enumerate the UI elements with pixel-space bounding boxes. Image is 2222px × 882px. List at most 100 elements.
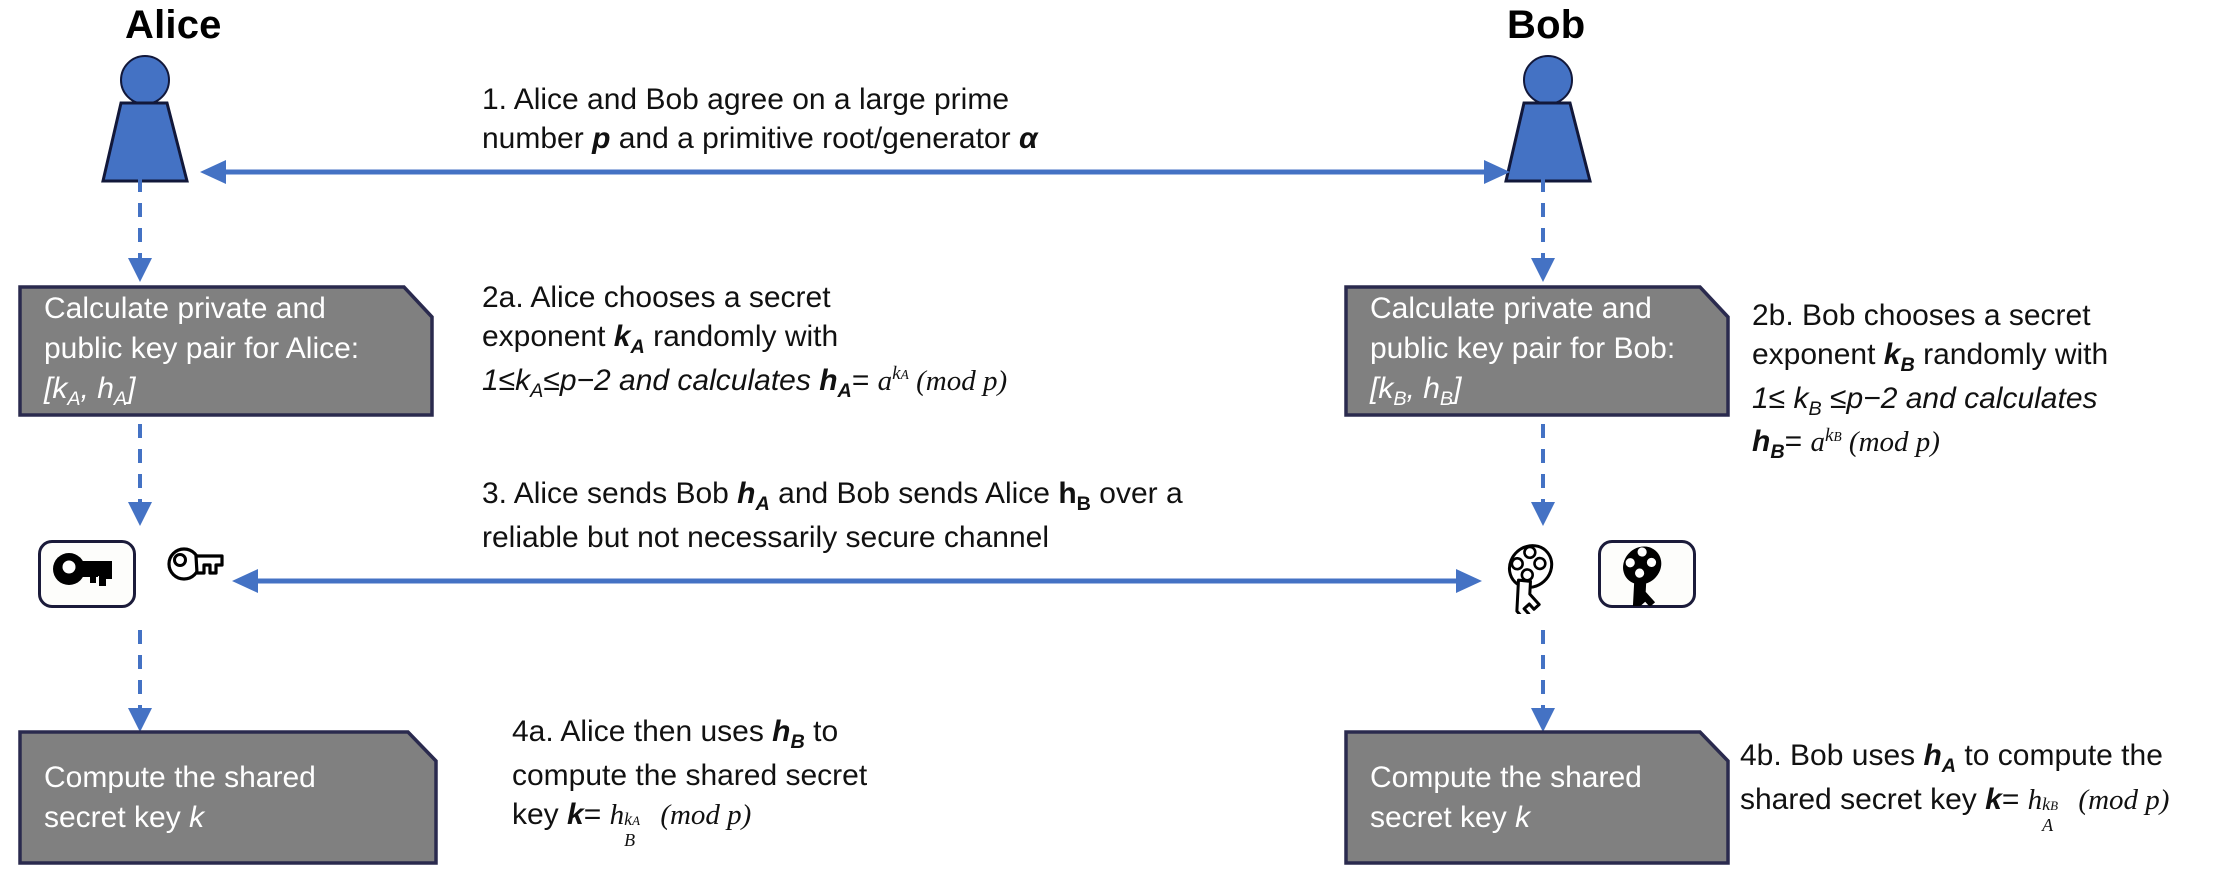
- skeleton-key-outline-icon: [1507, 544, 1554, 614]
- note-step3-line2: reliable but not necessarily secure chan…: [482, 520, 1049, 554]
- s2a-l3b: ≤p−2 and calculates: [543, 363, 820, 397]
- connector-bob-keypair-to-keys: [1531, 424, 1555, 526]
- s2b-l2b: randomly with: [1914, 338, 2109, 371]
- s4a-hsub: B: [790, 731, 805, 753]
- s4b-l2a: shared secret key: [1740, 782, 1986, 816]
- s2a-mexp-k: k: [892, 363, 901, 385]
- s4b-l1b: to compute the: [1956, 739, 2163, 772]
- s2a-mbase: a: [877, 364, 893, 397]
- party-label-bob: Bob: [1507, 3, 1586, 47]
- box-alice-shared-line1: Compute the shared: [44, 760, 316, 794]
- s4a-sup: k: [624, 809, 633, 830]
- note-step2b-line1: 2b. Bob chooses a secret: [1752, 299, 2091, 332]
- note-step1-line2-b: and a primitive root/generator: [610, 122, 1019, 155]
- box-bob-keypair-line3: [kB, hB]: [1370, 369, 1700, 412]
- key-outline-icon: [167, 547, 224, 581]
- box-alice-keypair-line2: public key pair for Alice:: [44, 332, 360, 366]
- box-bob-keypair-line2: public key pair for Bob:: [1370, 332, 1676, 366]
- connector-bob-to-keypair-box: [1531, 178, 1555, 282]
- box-bob-keypair-text: Calculate private and public key pair fo…: [1370, 285, 1700, 417]
- symbol-k-step4a: k: [567, 797, 584, 831]
- box-bob-keypair-line1: Calculate private and: [1370, 292, 1652, 326]
- box-alice-shared-key-text: Compute the shared secret key k: [44, 730, 408, 865]
- s4a-h: h: [772, 715, 791, 748]
- symbol-hA: hA: [819, 364, 852, 402]
- as-k: k: [189, 800, 205, 834]
- note-step1-line1: 1. Alice and Bob agree on a large prime: [482, 83, 1010, 116]
- note-step2b-line3: 1≤ kB ≤p−2 and calculates: [1752, 379, 2222, 423]
- bob-head-icon: [1523, 55, 1573, 105]
- person-figure-alice: [101, 55, 189, 183]
- s4b-supsub: B: [2050, 798, 2059, 814]
- s2b-l2a: exponent: [1752, 338, 1884, 371]
- s2b-l3a: 1≤ k: [1752, 381, 1809, 415]
- note-step1-line2-a: number: [482, 122, 593, 155]
- s4a-mbase: h: [609, 798, 625, 831]
- kp-a-end: ]: [127, 372, 136, 406]
- kp-b-sub2: B: [1439, 388, 1454, 411]
- s4b-sup: k: [2042, 794, 2051, 815]
- s4a-l1a: 4a. Alice then uses: [512, 715, 773, 748]
- s2a-k: k: [613, 320, 631, 353]
- kp-b-mid: , h: [1406, 372, 1440, 406]
- box-alice-keypair-line1: Calculate private and: [44, 292, 326, 326]
- note-step2b: 2b. Bob chooses a secret exponent kB ran…: [1752, 296, 2222, 466]
- note-step2b-line2: exponent kB randomly with: [1752, 335, 2222, 379]
- s2b-h: h: [1752, 425, 1771, 459]
- bob-body-icon: [1504, 101, 1592, 183]
- note-step3-line1: 3. Alice sends Bob hA and Bob sends Alic…: [482, 474, 1202, 518]
- symbol-kA: kA: [613, 320, 645, 358]
- s2a-mmod: (mod p): [916, 364, 1008, 397]
- s2a-mexp: kA: [892, 363, 909, 384]
- symbol-hA-step3: hA: [737, 477, 770, 515]
- alice-head-icon: [120, 55, 170, 105]
- note-step1: 1. Alice and Bob agree on a large prime …: [482, 80, 1122, 158]
- connector-bob-keys-to-shared: [1531, 630, 1555, 732]
- note-step2a-line1: 2a. Alice chooses a secret: [482, 281, 831, 314]
- s4b-eq: =: [2001, 782, 2028, 816]
- s2a-l2b: randomly with: [644, 320, 839, 353]
- note-step2a: 2a. Alice chooses a secret exponent kA r…: [482, 278, 1242, 404]
- s4b-l1a: 4b. Bob uses: [1740, 739, 1924, 772]
- s4b-hsub: A: [1941, 755, 1957, 777]
- s4b-dn: A: [2042, 815, 2054, 836]
- s2a-eq: =: [851, 363, 878, 397]
- s3-l1c: over a: [1090, 477, 1183, 510]
- s2a-ksub: A: [630, 336, 645, 358]
- s4a-up: kA: [624, 808, 640, 831]
- box-bob-shared-line1: Compute the shared: [1370, 760, 1642, 794]
- connector-alice-to-keypair-box: [128, 178, 152, 282]
- symbol-hB-step3: hB: [1058, 477, 1091, 515]
- symbol-k-step4b: k: [1985, 782, 2002, 816]
- s3-hBsub: B: [1076, 493, 1091, 515]
- s4a-eq: =: [583, 797, 610, 831]
- s2a-mexp-sub: A: [900, 367, 909, 383]
- formula-hB: akB (mod p): [1810, 425, 1939, 459]
- box-alice-keypair: Calculate private and public key pair fo…: [18, 285, 434, 417]
- s2b-mexp: kB: [1825, 425, 1842, 446]
- s2b-l3sub: B: [1808, 397, 1822, 420]
- note-step2a-line2: exponent kA randomly with: [482, 317, 1242, 361]
- s2b-k: k: [1883, 338, 1901, 371]
- note-step4b-line1: 4b. Bob uses hA to compute the: [1740, 736, 2222, 780]
- s4a-mmod: (mod p): [660, 798, 752, 831]
- s4b-h: h: [1923, 739, 1942, 772]
- s2b-ksub: B: [1900, 354, 1915, 376]
- arrow-step1-bidirectional: [200, 160, 1510, 184]
- s3-hA: h: [737, 477, 756, 510]
- box-alice-shared-key: Compute the shared secret key k: [18, 730, 438, 865]
- note-step4b: 4b. Bob uses hA to compute the shared se…: [1740, 736, 2222, 835]
- kp-a-sub2: A: [113, 388, 128, 411]
- kp-a-l3a: [k: [44, 372, 68, 406]
- box-bob-shared-key-text: Compute the shared secret key k: [1370, 730, 1700, 865]
- s3-l1b: and Bob sends Alice: [769, 477, 1059, 510]
- formula-hA: akA (mod p): [877, 363, 1008, 397]
- box-bob-shared-key: Compute the shared secret key k: [1344, 730, 1730, 865]
- s4b-up: kB: [2042, 793, 2058, 816]
- s3-l1a: 3. Alice sends Bob: [482, 477, 738, 510]
- s3-hB: h: [1058, 477, 1077, 510]
- s2a-l3a: 1≤k: [482, 363, 531, 397]
- note-step3: 3. Alice sends Bob hA and Bob sends Alic…: [482, 474, 1202, 557]
